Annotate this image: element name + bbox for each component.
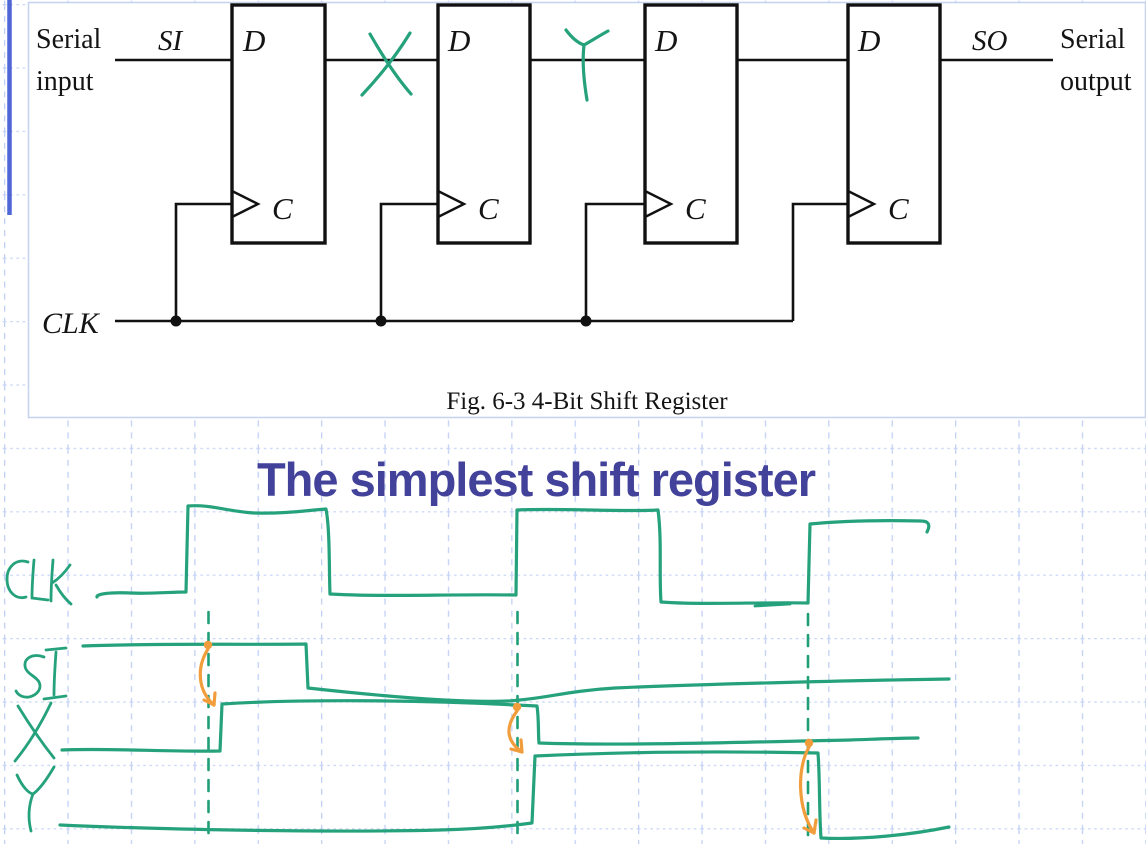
flip-flop-1: D C xyxy=(230,3,327,245)
clk-junction-dot xyxy=(170,315,182,327)
ff4-c-label: C xyxy=(888,191,909,226)
clk-branch-1 xyxy=(174,202,232,321)
figure-caption: Fig. 6-3 4-Bit Shift Register xyxy=(446,388,728,415)
clk-row-label xyxy=(5,558,73,606)
serial-output-line1: Serial xyxy=(1060,24,1126,55)
serial-output-line2: output xyxy=(1060,66,1132,97)
clk-overdraw-stroke xyxy=(753,602,792,608)
ff4-d-label: D xyxy=(857,23,880,58)
y-row-label xyxy=(15,765,56,833)
x-waveform xyxy=(60,699,920,753)
transfer-arrow-2 xyxy=(507,702,524,754)
clk-branch-2 xyxy=(379,202,438,321)
ff3-c-label: C xyxy=(685,191,706,226)
so-wire-label: SO xyxy=(972,25,1008,57)
handwritten-x-mark xyxy=(360,31,413,97)
si-row-label xyxy=(14,646,68,701)
ff2-d-label: D xyxy=(447,23,470,58)
flip-flop-2: D C xyxy=(436,3,532,245)
ff1-d-label: D xyxy=(242,23,265,58)
clk-waveform xyxy=(95,504,931,605)
y-waveform xyxy=(58,750,951,841)
shift-register-circuit: D C D C D C D C Serial input SI SO Seria xyxy=(36,3,1132,415)
flip-flop-4: D C xyxy=(846,3,942,245)
slide-title: The simplest shift register xyxy=(257,453,816,506)
timing-diagram xyxy=(5,504,951,844)
handwritten-y-mark xyxy=(564,28,610,102)
x-row-label xyxy=(13,701,56,763)
clk-branch-3 xyxy=(584,202,645,321)
si-waveform xyxy=(81,642,951,703)
clk-wire-label: CLK xyxy=(42,307,101,340)
clk-junction-dot xyxy=(580,315,592,327)
ff3-d-label: D xyxy=(654,23,677,58)
transfer-arrow-3 xyxy=(799,738,818,835)
transfer-arrow-1 xyxy=(198,640,217,707)
clk-junction-dot xyxy=(375,315,387,327)
clk-branch-4 xyxy=(791,202,848,321)
serial-input-line2: input xyxy=(36,66,94,97)
ff2-c-label: C xyxy=(478,191,499,226)
ff1-c-label: C xyxy=(272,191,293,226)
flip-flop-3: D C xyxy=(643,3,739,245)
serial-input-line1: Serial xyxy=(36,24,102,55)
si-wire-label: SI xyxy=(158,25,184,57)
